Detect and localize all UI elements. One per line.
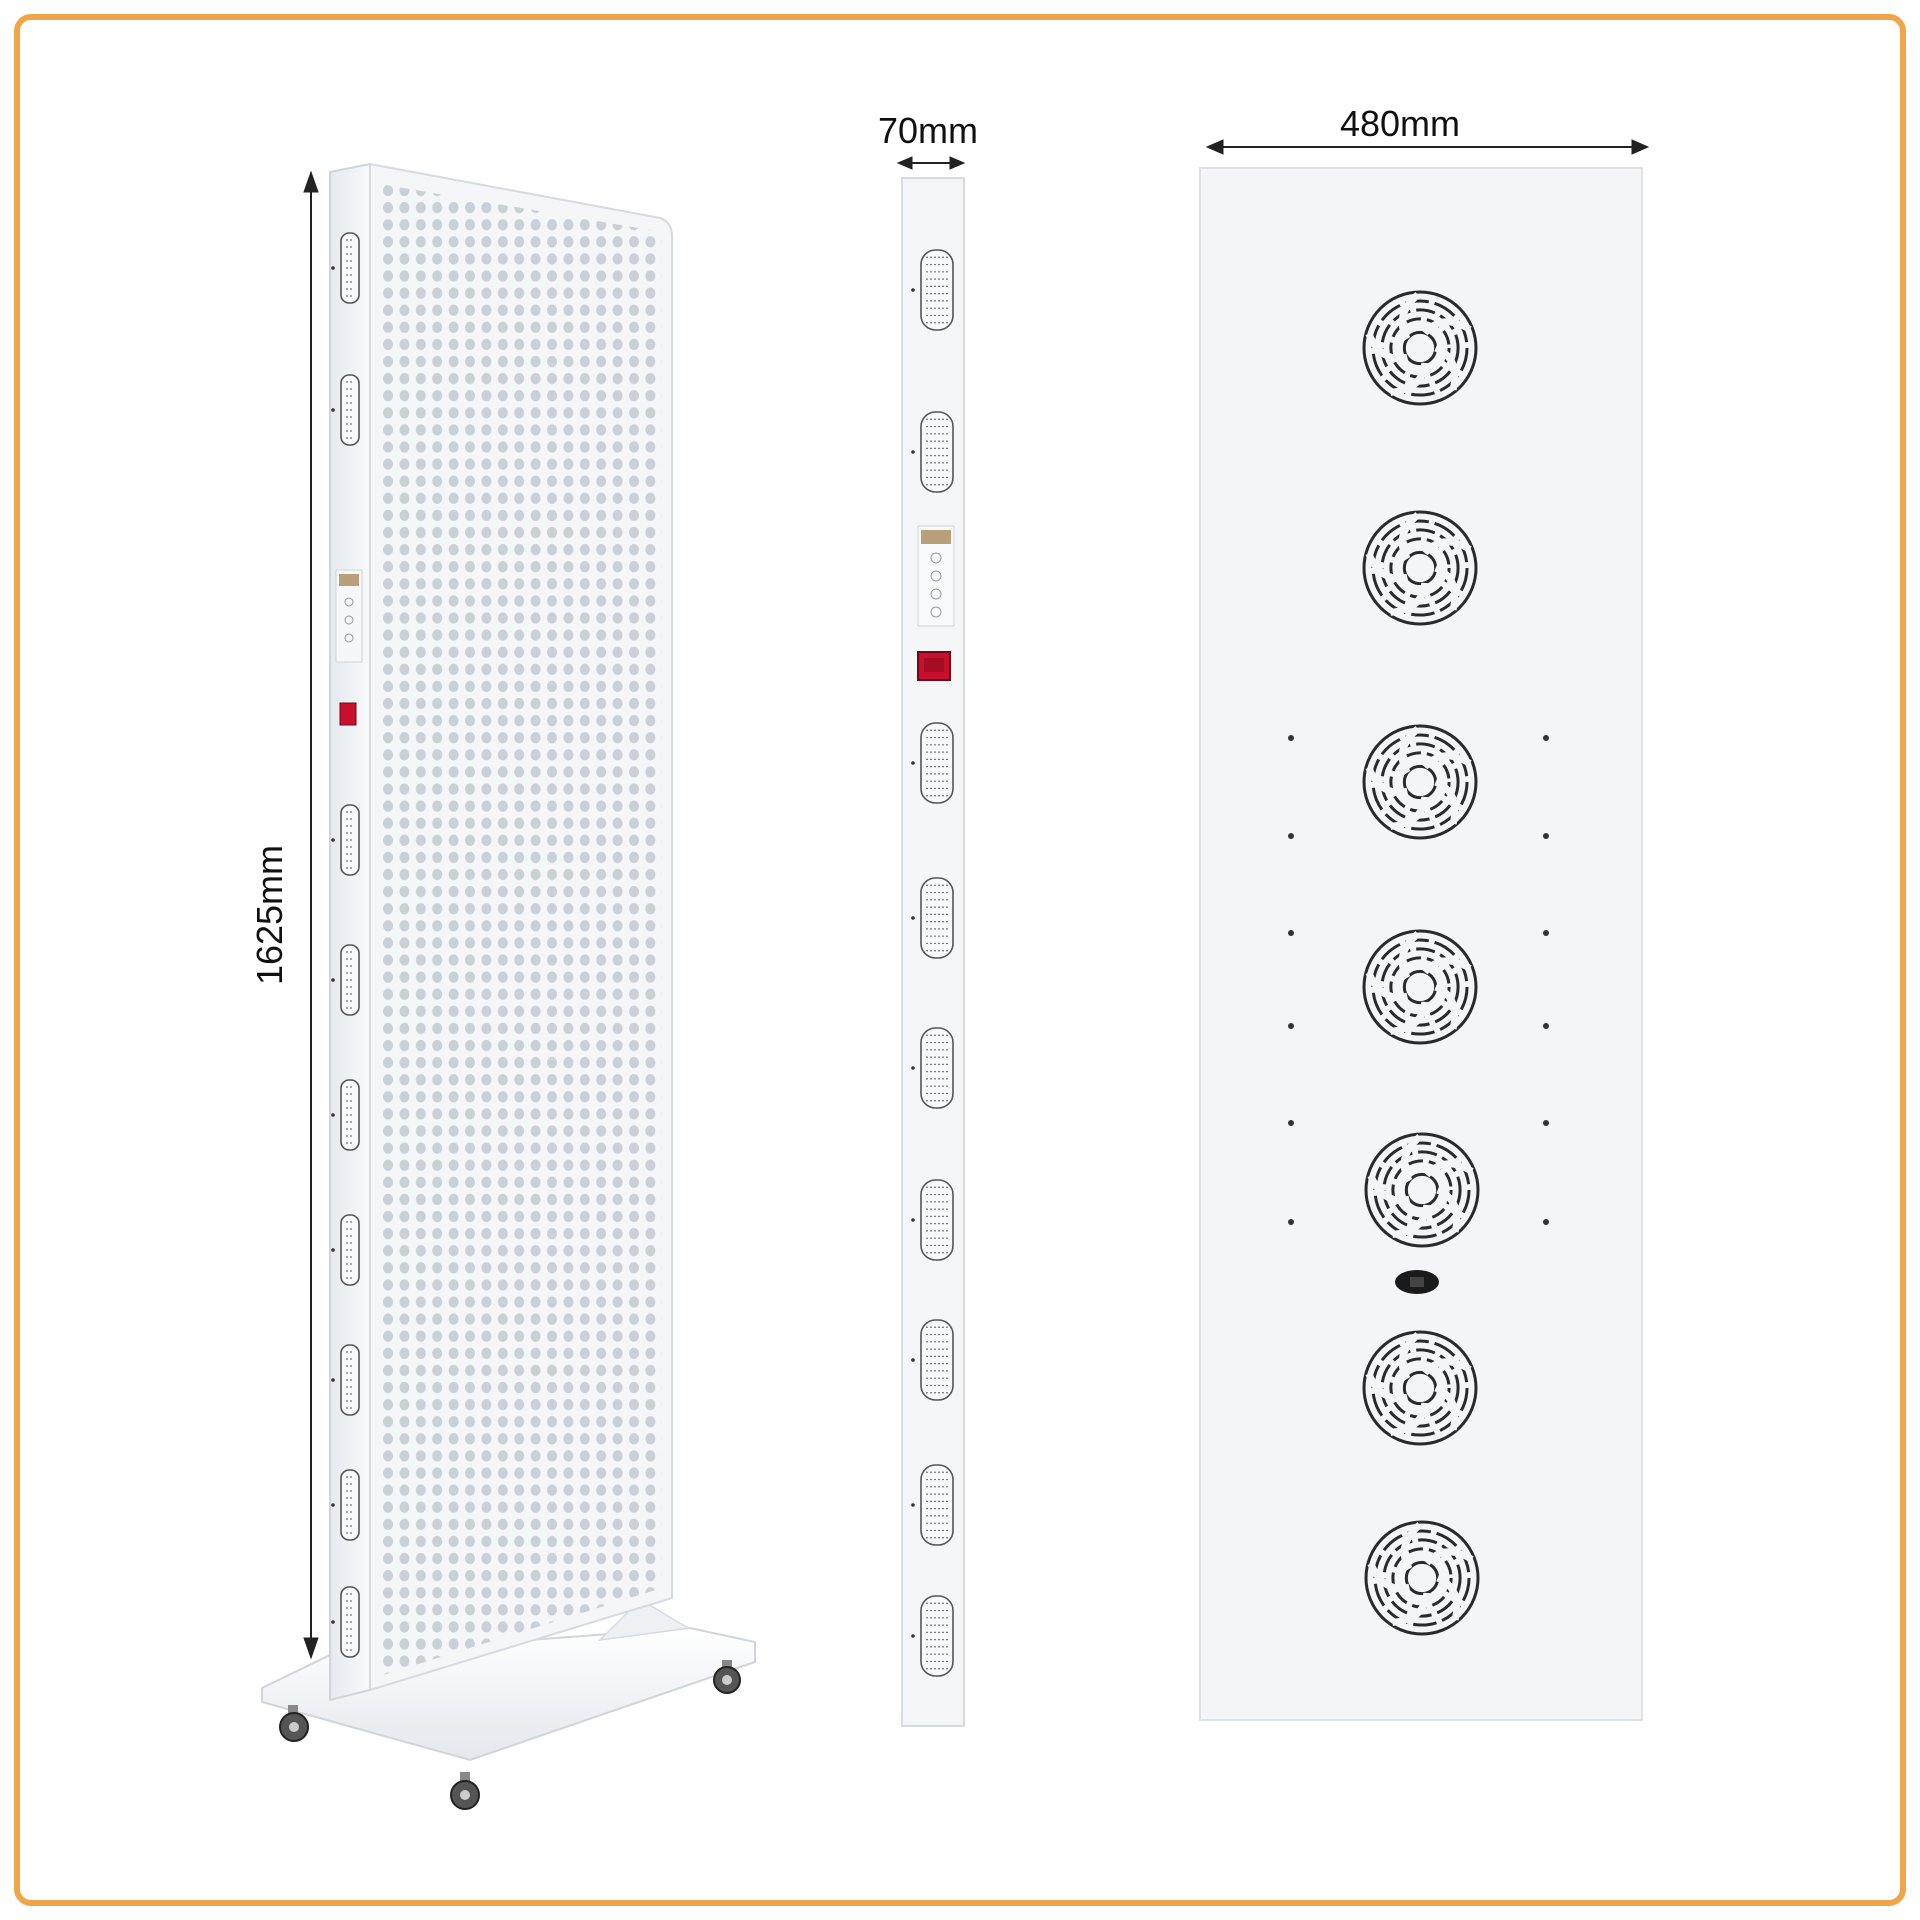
mount-hole: [1288, 735, 1294, 741]
width-dimension-label: 480mm: [1340, 103, 1460, 144]
side-vent-icon: [331, 804, 360, 876]
side-vent-icon: [911, 1464, 954, 1546]
power-switch-icon: [339, 702, 357, 726]
side-vent-icon: [331, 1214, 360, 1286]
caster-wheel-icon: [279, 1705, 309, 1742]
power-socket-icon: [1395, 1270, 1439, 1294]
control-button: [344, 597, 354, 607]
fan-group: [1362, 290, 1480, 1636]
side-vent-icon: [331, 1079, 360, 1151]
control-button: [344, 615, 354, 625]
height-dimension-label: 1625mm: [249, 845, 290, 985]
side-vent-icon: [331, 1586, 360, 1658]
fan-grille-icon: [1364, 1132, 1480, 1248]
side-vent-icon: [331, 232, 360, 304]
fan-grille-icon: [1362, 290, 1478, 406]
mount-hole: [1288, 930, 1294, 936]
mount-hole: [1288, 833, 1294, 839]
side-vent-icon: [331, 374, 360, 446]
depth-dimension-label: 70mm: [878, 110, 978, 151]
side-view: 70mm: [878, 110, 978, 1727]
side-vent-icon: [331, 1344, 360, 1416]
fan-grille-icon: [1364, 1520, 1480, 1636]
side-vent-icon: [331, 944, 360, 1016]
mount-hole: [1288, 1219, 1294, 1225]
control-button: [930, 606, 942, 618]
control-button: [930, 552, 942, 564]
mount-hole: [1543, 1023, 1549, 1029]
back-panel: [1199, 167, 1643, 1721]
control-display: [339, 574, 359, 586]
side-vent-icon: [911, 1027, 954, 1109]
mount-hole: [1543, 833, 1549, 839]
height-dimension-arrow: [303, 170, 319, 1660]
led-array: [380, 184, 662, 1676]
side-vent-icon: [331, 1469, 360, 1541]
control-button: [344, 633, 354, 643]
mount-hole: [1543, 735, 1549, 741]
mount-hole: [1288, 1023, 1294, 1029]
width-dimension-arrow: [1205, 139, 1650, 155]
mount-hole: [1543, 930, 1549, 936]
perspective-view: 1625mm: [249, 162, 756, 1810]
mount-holes: [1288, 735, 1549, 1225]
mount-hole: [1543, 1219, 1549, 1225]
side-vent-icon: [911, 411, 954, 493]
side-vent-icon: [911, 249, 954, 331]
control-display: [921, 530, 951, 544]
caster-wheel-icon: [713, 1660, 741, 1694]
side-vent-icon: [911, 722, 954, 804]
mount-hole: [1288, 1120, 1294, 1126]
side-vents: [331, 232, 360, 1658]
side-vents: [911, 249, 954, 1677]
side-vent-icon: [911, 1179, 954, 1261]
fan-grille-icon: [1362, 724, 1478, 840]
fan-grille-icon: [1362, 1330, 1478, 1446]
side-vent-icon: [911, 1595, 954, 1677]
fan-grille-icon: [1362, 929, 1478, 1045]
side-vent-icon: [911, 877, 954, 959]
side-vent-icon: [911, 1319, 954, 1401]
control-button: [930, 588, 942, 600]
depth-dimension-arrow: [896, 156, 966, 170]
control-button: [930, 570, 942, 582]
caster-wheel-icon: [450, 1772, 480, 1810]
back-view: 480mm: [1199, 103, 1650, 1721]
mount-hole: [1543, 1120, 1549, 1126]
fan-grille-icon: [1362, 510, 1478, 626]
